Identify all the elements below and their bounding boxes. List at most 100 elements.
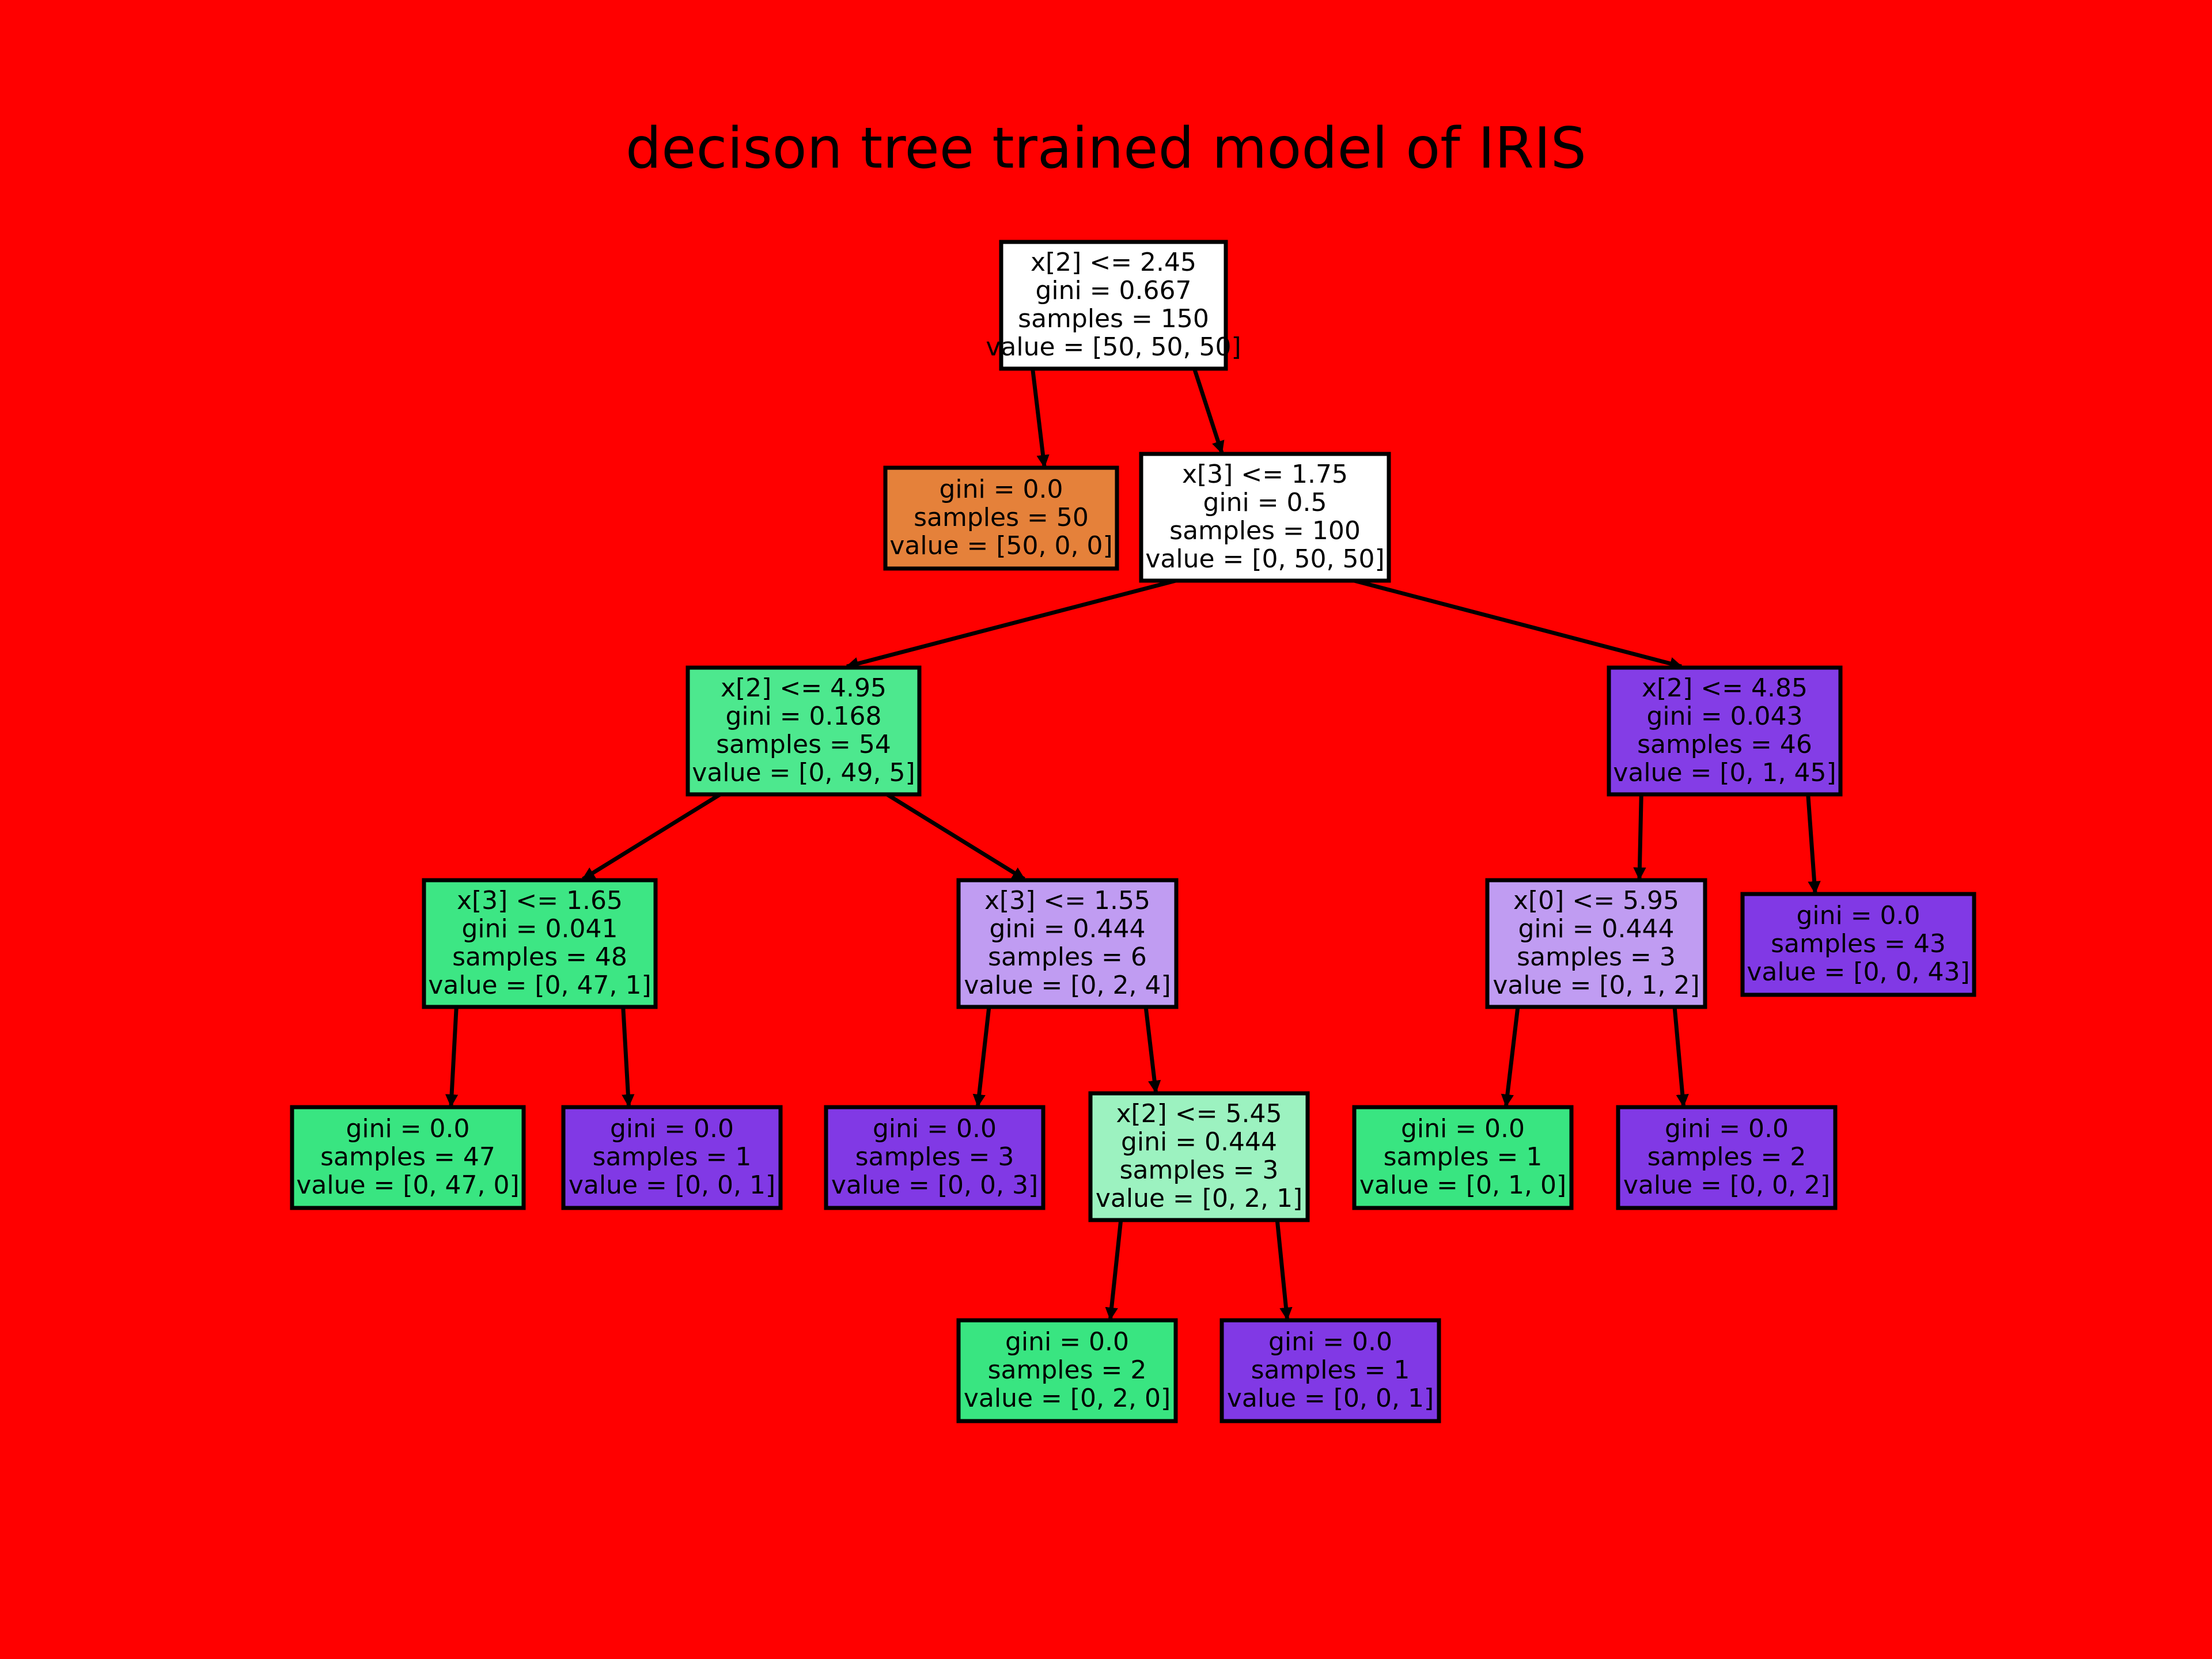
node-line: value = [0, 2, 1] [1096, 1184, 1302, 1213]
node-line: value = [0, 47, 0] [296, 1171, 519, 1200]
node-box [1352, 1105, 1574, 1210]
tree-edge-n6-n12 [1143, 1006, 1161, 1094]
node-line: gini = 0.0 [1665, 1114, 1789, 1143]
node-line: value = [0, 0, 1] [1227, 1384, 1434, 1413]
node-line: samples = 150 [1018, 304, 1209, 334]
node-box [1616, 1105, 1838, 1210]
node-line: samples = 47 [320, 1142, 495, 1172]
node-line: value = [0, 49, 5] [692, 758, 915, 787]
node-box [290, 1105, 526, 1210]
node-line: x[3] <= 1.75 [1182, 460, 1348, 489]
node-line: value = [50, 50, 50] [986, 332, 1241, 362]
node-line: x[3] <= 1.55 [984, 886, 1150, 915]
tree-edge-n3-n6 [885, 793, 1025, 881]
node-line: value = [0, 1, 0] [1359, 1171, 1566, 1200]
node-box [1088, 1091, 1310, 1222]
diagram-title: decison tree trained model of IRIS [626, 116, 1586, 181]
node-line: gini = 0.0 [873, 1114, 997, 1143]
node-box [1485, 878, 1707, 1009]
node-line: x[0] <= 5.95 [1513, 886, 1679, 915]
tree-edge-n2-n4 [1353, 578, 1683, 670]
node-box [956, 1318, 1178, 1423]
node-line: value = [0, 1, 45] [1613, 758, 1836, 787]
node-line: gini = 0.444 [1518, 914, 1674, 944]
node-line: gini = 0.041 [461, 914, 618, 944]
node-line: samples = 6 [988, 942, 1147, 972]
node-box [422, 878, 658, 1009]
node-box [685, 665, 922, 797]
node-line: gini = 0.444 [1121, 1127, 1277, 1157]
node-line: value = [0, 47, 1] [428, 971, 651, 1000]
tree-edge-n7-n13 [1501, 1006, 1520, 1108]
node-line: samples = 3 [1517, 942, 1676, 972]
node-line: x[2] <= 2.45 [1031, 248, 1196, 277]
node-box [1740, 892, 1976, 997]
tree-edge-n0-n1 [1031, 368, 1050, 468]
node-box [1219, 1318, 1441, 1423]
node-line: gini = 0.444 [989, 914, 1145, 944]
tree-edge-n12-n15 [1105, 1219, 1123, 1321]
node-line: samples = 100 [1169, 516, 1361, 546]
tree-edge-n5-n10 [621, 1006, 635, 1108]
node-line: value = [0, 0, 1] [569, 1171, 775, 1200]
node-line: gini = 0.0 [1268, 1327, 1392, 1357]
node-line: value = [0, 0, 3] [831, 1171, 1038, 1200]
node-line: value = [0, 0, 43] [1747, 957, 1969, 987]
tree-edge-n3-n5 [582, 793, 722, 881]
node-line: samples = 1 [593, 1142, 752, 1172]
node-box [1607, 665, 1843, 797]
node-line: value = [0, 1, 2] [1493, 971, 1699, 1000]
node-line: samples = 1 [1384, 1142, 1543, 1172]
node-line: value = [50, 0, 0] [889, 531, 1112, 560]
tree-edge-n2-n3 [845, 578, 1177, 670]
node-line: samples = 50 [914, 503, 1089, 532]
node-line: samples = 3 [855, 1142, 1014, 1172]
node-line: gini = 0.0 [1401, 1114, 1525, 1143]
node-line: gini = 0.043 [1646, 702, 1802, 731]
tree-edge-n7-n14 [1672, 1006, 1689, 1108]
node-box [824, 1105, 1046, 1210]
tree-edge-n5-n9 [445, 1006, 459, 1108]
node-box [561, 1105, 783, 1210]
node-line: gini = 0.168 [725, 702, 881, 731]
node-line: samples = 54 [716, 730, 891, 759]
node-box [883, 465, 1119, 571]
node-line: value = [0, 50, 50] [1145, 544, 1384, 574]
tree-edge-n0-n2 [1192, 368, 1225, 454]
node-line: gini = 0.0 [1005, 1327, 1129, 1357]
tree-edge-n4-n7 [1633, 794, 1646, 881]
node-line: value = [0, 2, 4] [964, 971, 1171, 1000]
node-line: x[2] <= 4.85 [1642, 673, 1808, 703]
node-line: gini = 0.0 [1796, 901, 1920, 930]
node-line: gini = 0.667 [1035, 276, 1191, 305]
node-line: x[2] <= 5.45 [1116, 1099, 1282, 1128]
node-line: x[3] <= 1.65 [457, 886, 623, 915]
node-line: gini = 0.0 [939, 475, 1063, 504]
node-box [1139, 452, 1391, 583]
node-line: samples = 48 [452, 942, 627, 972]
node-line: samples = 46 [1637, 730, 1812, 759]
node-line: gini = 0.0 [346, 1114, 469, 1143]
node-line: samples = 2 [988, 1355, 1147, 1385]
node-line: value = [0, 0, 2] [1623, 1171, 1830, 1200]
node-line: samples = 43 [1771, 929, 1946, 959]
tree-edge-n6-n11 [972, 1006, 991, 1108]
tree-edges [445, 368, 1821, 1321]
